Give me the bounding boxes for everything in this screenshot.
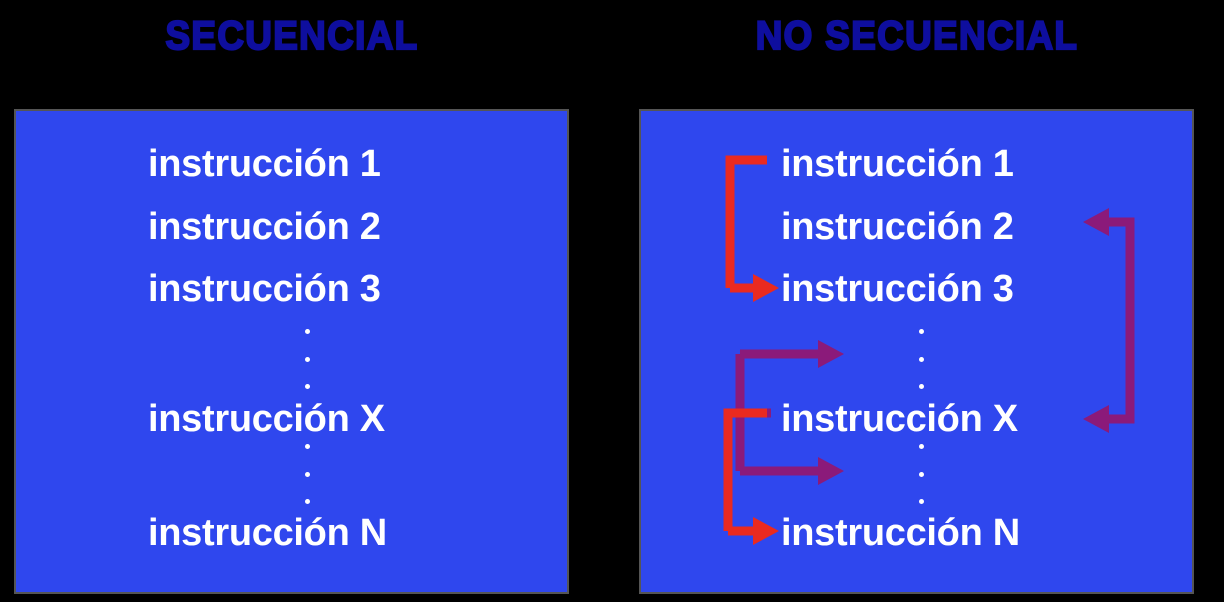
jump-arrow-x-to-2-icon	[1083, 208, 1135, 433]
sequential-panel: instrucción 1 instrucción 2 instrucción …	[16, 111, 567, 592]
ellipsis-lower	[919, 444, 924, 504]
instruction-line-x: instrucción X	[781, 398, 1018, 440]
instruction-line-n: instrucción N	[781, 512, 1020, 554]
non-sequential-panel: instrucción 1 instrucción 2 instrucción …	[641, 111, 1192, 592]
ellipsis-dot	[305, 471, 310, 477]
instruction-line-2: instrucción 2	[148, 206, 381, 248]
heading-sequential: SECUENCIAL	[164, 13, 419, 59]
ellipsis-dot	[305, 499, 310, 504]
instruction-line-2: instrucción 2	[781, 206, 1014, 248]
jump-arrow-1-to-3-icon	[725, 155, 779, 302]
ellipsis-dot	[919, 329, 924, 334]
ellipsis-dot	[919, 356, 924, 362]
ellipsis-dot	[305, 384, 310, 389]
ellipsis-dot	[919, 384, 924, 389]
instruction-line-1: instrucción 1	[781, 143, 1014, 185]
instruction-line-n: instrucción N	[148, 512, 387, 554]
ellipsis-upper	[919, 329, 924, 389]
ellipsis-lower	[305, 444, 310, 504]
ellipsis-dot	[305, 444, 310, 449]
instruction-line-3: instrucción 3	[148, 268, 381, 310]
ellipsis-dot	[305, 329, 310, 334]
heading-non-sequential: NO SECUENCIAL	[755, 13, 1079, 59]
ellipsis-dot	[919, 444, 924, 449]
jump-arrow-x-to-n-icon	[723, 408, 779, 545]
instruction-line-3: instrucción 3	[781, 268, 1014, 310]
ellipsis-dot	[305, 356, 310, 362]
instruction-line-1: instrucción 1	[148, 143, 381, 185]
ellipsis-dot	[919, 471, 924, 477]
instruction-line-x: instrucción X	[148, 398, 385, 440]
ellipsis-upper	[305, 329, 310, 389]
ellipsis-dot	[919, 499, 924, 504]
